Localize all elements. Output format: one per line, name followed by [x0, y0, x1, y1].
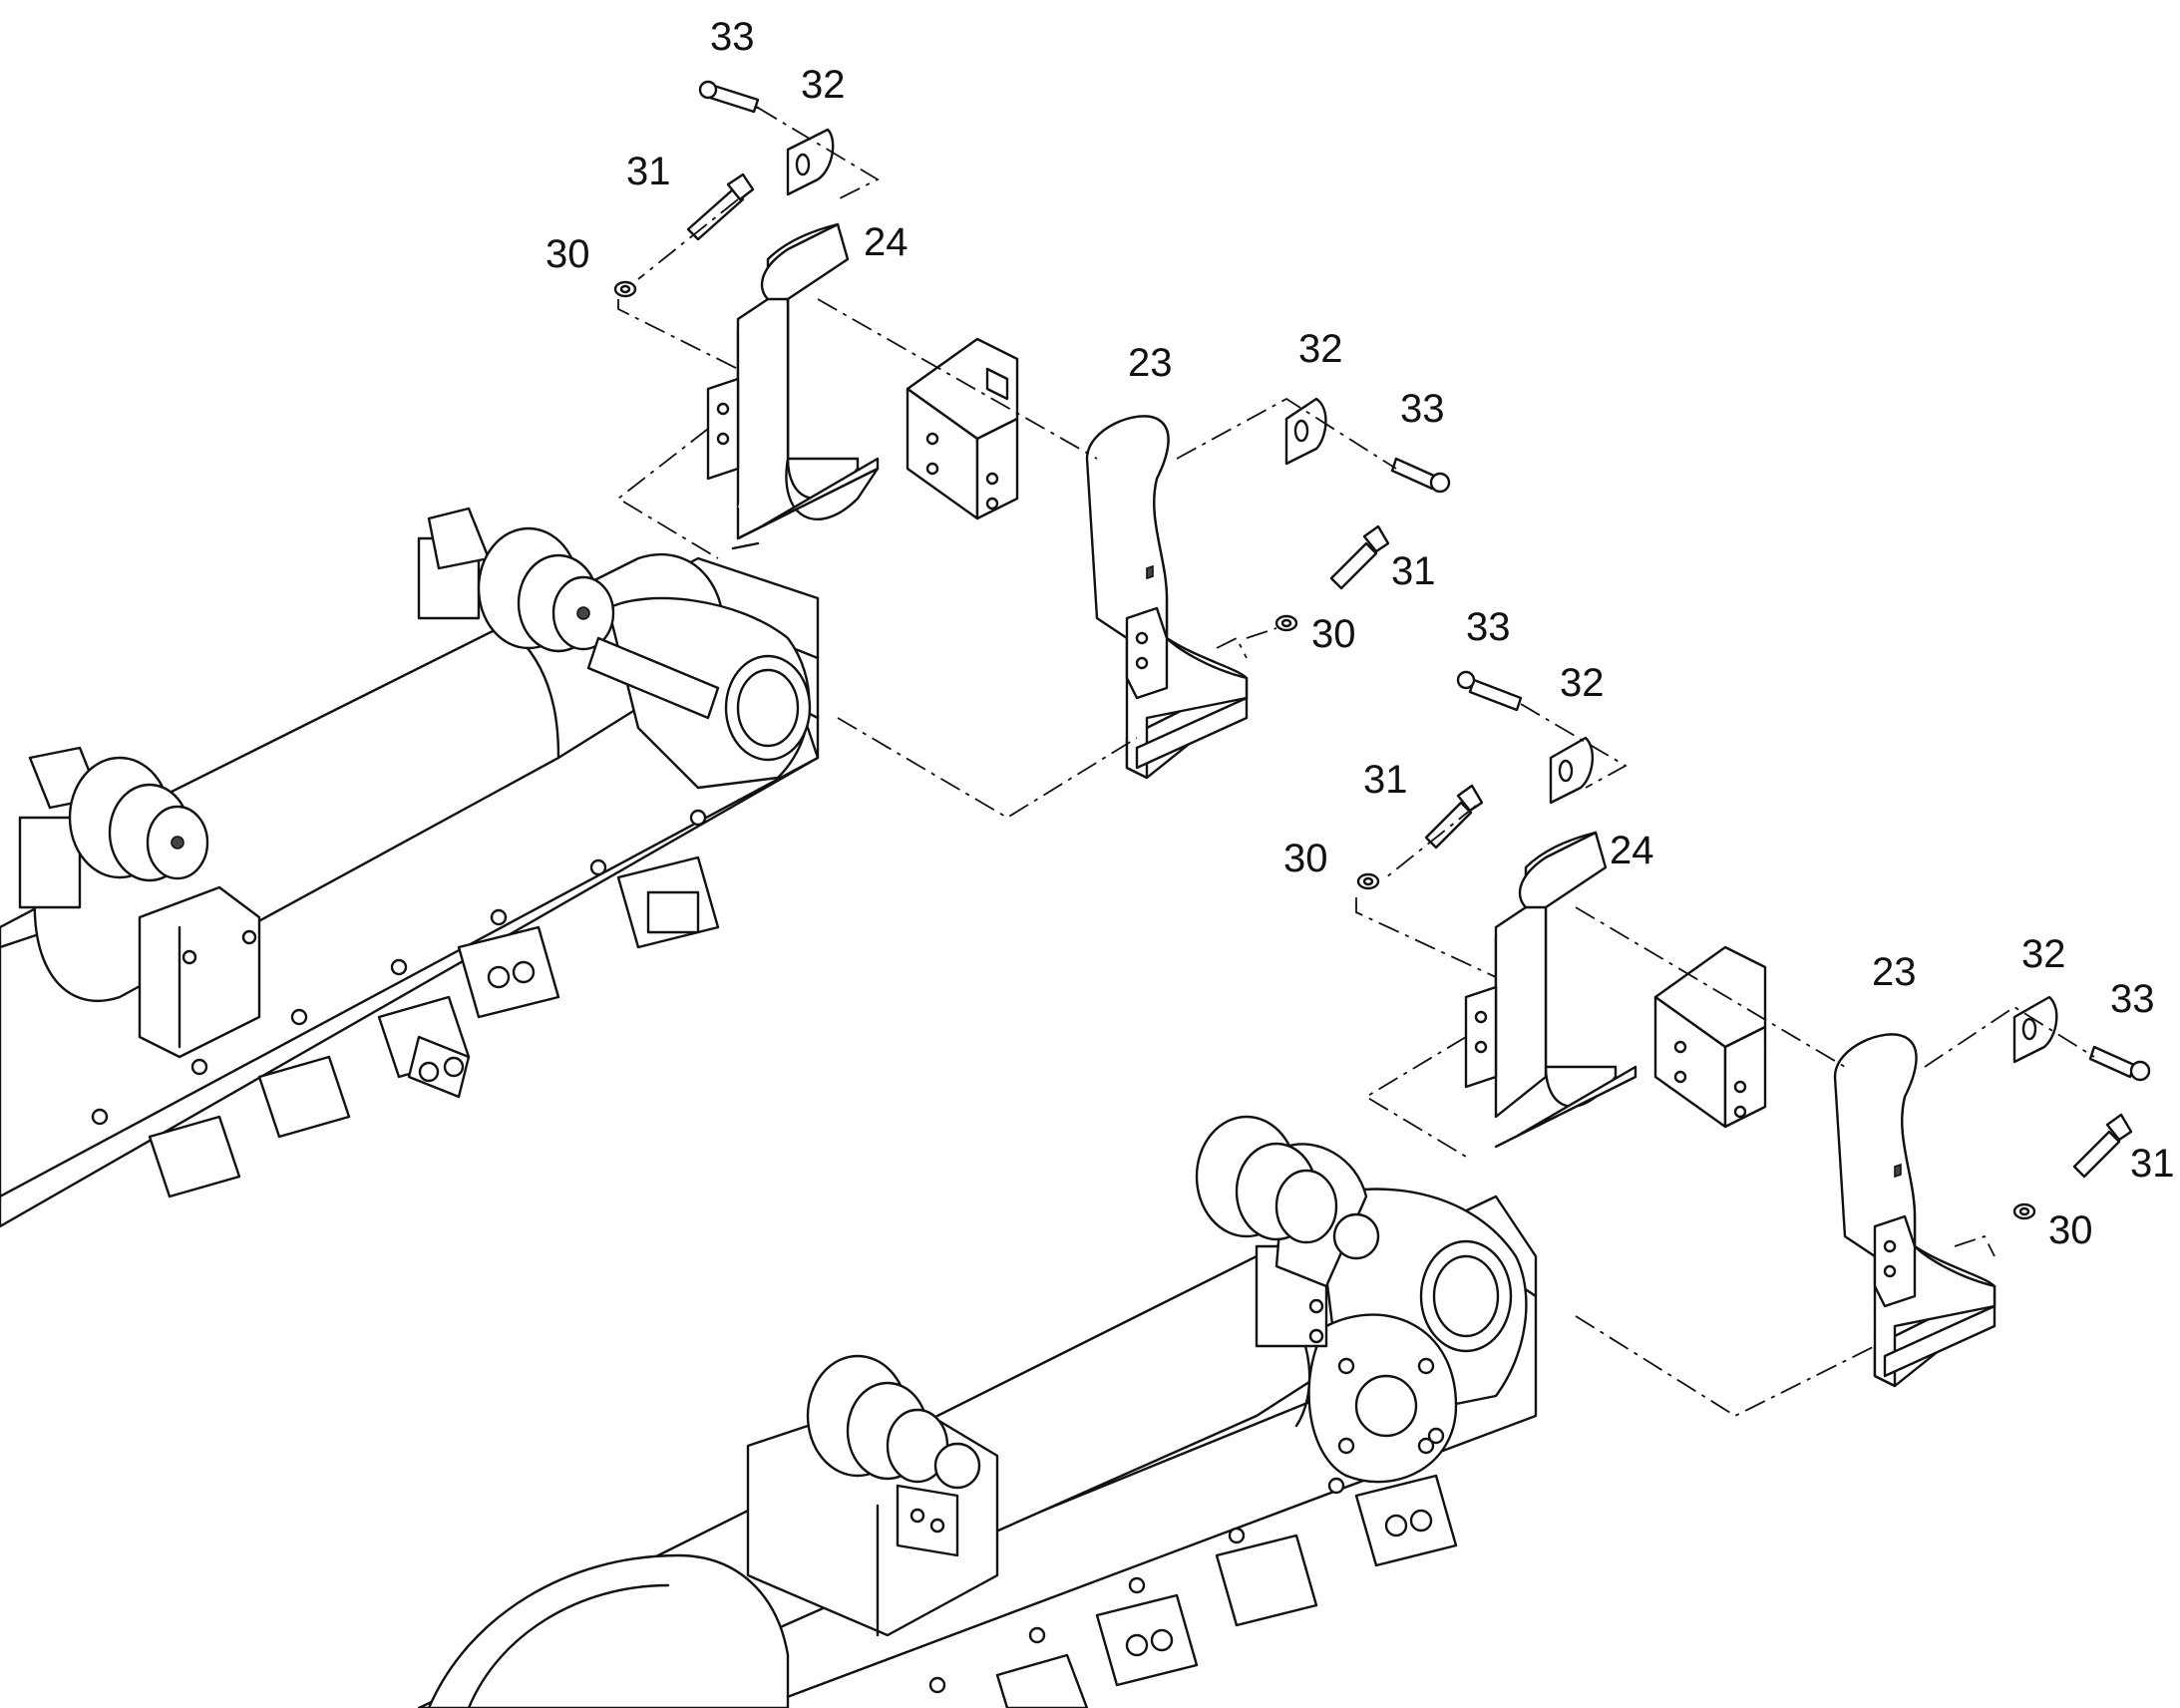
guard-plate-23-lower	[1833, 1033, 1997, 1388]
label-31: 31	[2130, 1142, 2175, 1186]
guard-plate-24-lower	[1464, 831, 1637, 1149]
label-24: 24	[1610, 829, 1654, 872]
label-33: 33	[1400, 387, 1445, 431]
upper-top-roller-rear	[417, 507, 720, 720]
lower-track-frame	[417, 1115, 1538, 1708]
washer-30-upper-right	[1274, 614, 1298, 632]
washer-30-lower-right	[2012, 1202, 2036, 1220]
upper-top-roller-front	[18, 746, 209, 909]
label-32: 32	[801, 63, 846, 107]
spacer-32-upper-left	[786, 128, 835, 196]
bolt-31-lower-right	[2072, 1113, 2133, 1179]
bolt-33-lower-left	[1456, 670, 1523, 712]
label-33: 33	[2110, 977, 2155, 1021]
spacer-32-upper-right	[1284, 397, 1327, 466]
upper-track-frame	[0, 507, 820, 1228]
guard-plate-23-upper	[1085, 415, 1249, 780]
label-30: 30	[2048, 1208, 2093, 1252]
label-30: 30	[545, 232, 590, 276]
leader-lines-upper	[616, 107, 1397, 820]
lower-top-roller-front	[746, 1354, 999, 1637]
upper-frame-bracket	[138, 885, 261, 1059]
bolt-31-upper-right	[1329, 524, 1390, 590]
guard-plate-24-upper	[706, 222, 880, 550]
lower-guard-assembly	[1355, 670, 2151, 1418]
label-31: 31	[1391, 549, 1436, 593]
bolt-33-upper-right	[1390, 457, 1451, 494]
label-32: 32	[2021, 932, 2066, 976]
upper-frame-bolt-row	[91, 809, 707, 1126]
bolt-31-upper-left	[686, 172, 755, 241]
lower-top-roller-rear	[1195, 1115, 1380, 1348]
bolt-33-lower-right	[2088, 1045, 2151, 1082]
spacer-32-lower-left	[1549, 736, 1595, 805]
lower-frame-bolt-row	[928, 1427, 1445, 1694]
leader-lines-lower	[1355, 703, 2095, 1418]
label-32: 32	[1560, 661, 1605, 705]
washer-30-lower-left	[1356, 872, 1380, 890]
upper-bottom-rollers	[148, 855, 720, 1198]
label-23: 23	[1128, 341, 1173, 385]
label-31: 31	[1363, 758, 1408, 802]
part-number-labels: 33 32 31 30 24 23 32 33 31 30 33 32 31 3…	[545, 15, 2175, 1252]
label-23: 23	[1872, 950, 1917, 994]
label-32: 32	[1298, 327, 1343, 371]
label-24: 24	[864, 220, 908, 264]
support-block-upper	[906, 337, 1019, 520]
label-30: 30	[1311, 612, 1356, 656]
washer-30-upper-left	[613, 280, 637, 298]
upper-guard-assembly	[613, 80, 1451, 820]
support-block-lower	[1653, 945, 1767, 1129]
label-31: 31	[626, 150, 671, 193]
label-33: 33	[1466, 605, 1511, 649]
lower-bottom-rollers	[995, 1474, 1458, 1708]
bolt-33-upper-left	[698, 80, 760, 114]
label-30: 30	[1283, 837, 1328, 880]
label-33: 33	[710, 15, 755, 59]
